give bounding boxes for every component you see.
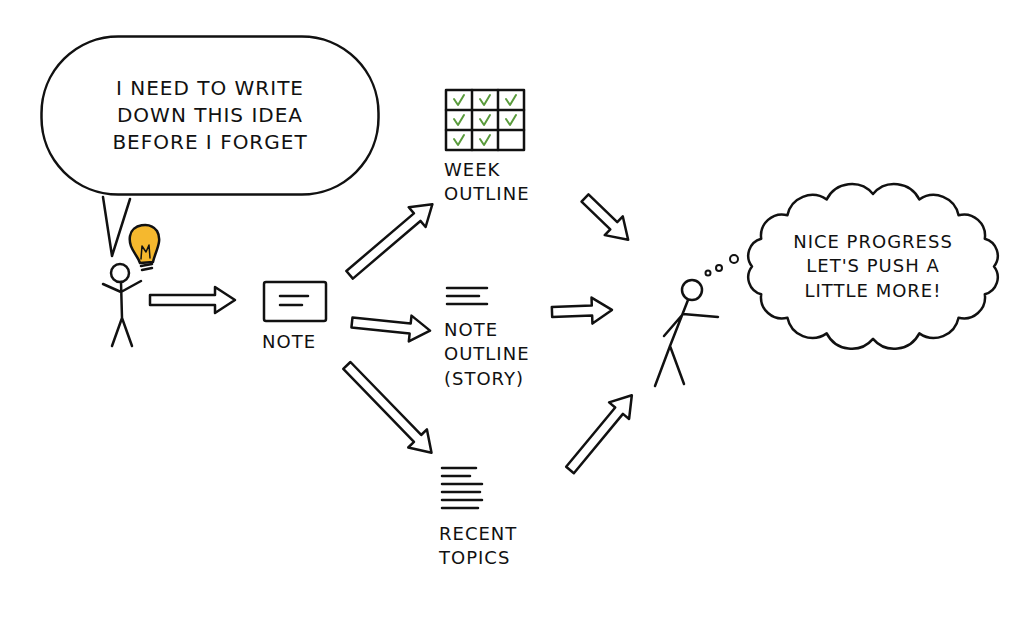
recent-topics-item: RECENT TOPICS: [435, 460, 553, 575]
flow-arrow: [346, 204, 432, 278]
flow-arrow: [560, 387, 642, 478]
week-outline-item: WEEK OUTLINE: [440, 84, 558, 211]
item-label: NOTE: [262, 330, 338, 354]
note-item: NOTE: [258, 276, 342, 358]
speech-text: I NEED TO WRITE DOWN THIS IDEA BEFORE I …: [85, 75, 335, 156]
speech-text: NICE PROGRESS LET'S PUSH A LITTLE MORE!: [778, 230, 968, 303]
item-label: NOTE OUTLINE (STORY): [444, 318, 548, 391]
idea-bulb: [130, 225, 159, 270]
flow-arrow: [343, 362, 431, 453]
text-lines-icon: [444, 284, 492, 312]
flow-arrow: [576, 189, 637, 249]
note-card-icon: [262, 280, 330, 324]
speech-bubble: I NEED TO WRITE DOWN THIS IDEA BEFORE I …: [40, 35, 380, 196]
thought-dots: [706, 255, 739, 276]
thinking-figure: [103, 264, 141, 346]
thought-cloud: NICE PROGRESS LET'S PUSH A LITTLE MORE!: [748, 190, 998, 343]
text-lines-icon: [439, 464, 487, 516]
flow-arrow: [150, 287, 235, 313]
speech-tail: [103, 197, 130, 256]
note-outline-item: NOTE OUTLINE (STORY): [440, 280, 552, 395]
bubble-outline: [42, 37, 379, 195]
cloud-outline: [748, 184, 997, 349]
walking-figure: [655, 280, 718, 386]
item-label: RECENT TOPICS: [439, 522, 549, 571]
flow-arrow: [351, 316, 430, 342]
item-label: WEEK OUTLINE: [444, 158, 554, 207]
week-grid-icon: [444, 88, 526, 152]
flow-arrow: [552, 297, 613, 325]
